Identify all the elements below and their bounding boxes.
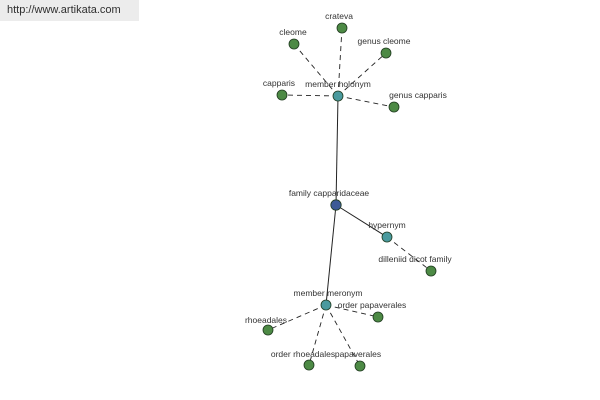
- node-label-rhoeadales[interactable]: rhoeadales: [245, 315, 287, 325]
- edge-holonym-to-cleome: [293, 43, 339, 97]
- edge-holonym-to-crateva: [337, 27, 343, 97]
- node-holonym[interactable]: [332, 90, 344, 102]
- edge-holonym-to-capparis: [281, 94, 339, 97]
- edge-holonym-to-genus-capparis: [337, 95, 395, 108]
- node-label-center[interactable]: family capparidaceae: [289, 188, 370, 198]
- node-order-papaverales[interactable]: [372, 311, 384, 323]
- node-label-papaverales[interactable]: papaverales: [335, 349, 381, 359]
- node-genus-capparis[interactable]: [388, 101, 400, 113]
- edge-hypernym-to-dilleniid: [386, 236, 432, 272]
- edge-meronym-to-papaverales: [325, 304, 361, 367]
- nodes-layer: family capparidaceae member holonym hypern…: [245, 11, 452, 372]
- edges-layer: [267, 27, 432, 367]
- node-meronym[interactable]: [320, 299, 332, 311]
- node-label-genus-cleome[interactable]: genus cleome: [358, 36, 411, 46]
- site-url-watermark: http://www.artikata.com: [0, 0, 139, 21]
- node-label-holonym[interactable]: member holonym: [305, 79, 371, 89]
- edge-holonym-to-genus-cleome: [337, 52, 387, 97]
- node-label-genus-capparis[interactable]: genus capparis: [389, 90, 447, 100]
- node-label-crateva[interactable]: crateva: [325, 11, 353, 21]
- node-order-rhoeadales[interactable]: [303, 359, 315, 371]
- node-label-capparis[interactable]: capparis: [263, 78, 295, 88]
- node-papaverales[interactable]: [354, 360, 366, 372]
- node-capparis[interactable]: [276, 89, 288, 101]
- node-label-order-rhoeadales[interactable]: order rhoeadales: [271, 349, 335, 359]
- edge-center-to-meronym: [325, 204, 337, 306]
- node-hypernym[interactable]: [381, 231, 393, 243]
- node-label-order-papaverales[interactable]: order papaverales: [338, 300, 407, 310]
- edge-center-to-hypernym: [335, 204, 388, 238]
- edge-meronym-to-rhoeadales: [267, 304, 327, 331]
- edge-center-to-holonym: [335, 95, 339, 206]
- node-dilleniid[interactable]: [425, 265, 437, 277]
- node-crateva[interactable]: [336, 22, 348, 34]
- node-rhoeadales[interactable]: [262, 324, 274, 336]
- node-label-hypernym[interactable]: hypernym: [368, 220, 405, 230]
- node-label-dilleniid[interactable]: dilleniid dicot family: [378, 254, 452, 264]
- node-genus-cleome[interactable]: [380, 47, 392, 59]
- edge-meronym-to-order-rhoeadales: [308, 304, 327, 366]
- node-label-cleome[interactable]: cleome: [279, 27, 307, 37]
- node-label-meronym[interactable]: member meronym: [294, 288, 363, 298]
- node-cleome[interactable]: [288, 38, 300, 50]
- node-center[interactable]: [330, 199, 342, 211]
